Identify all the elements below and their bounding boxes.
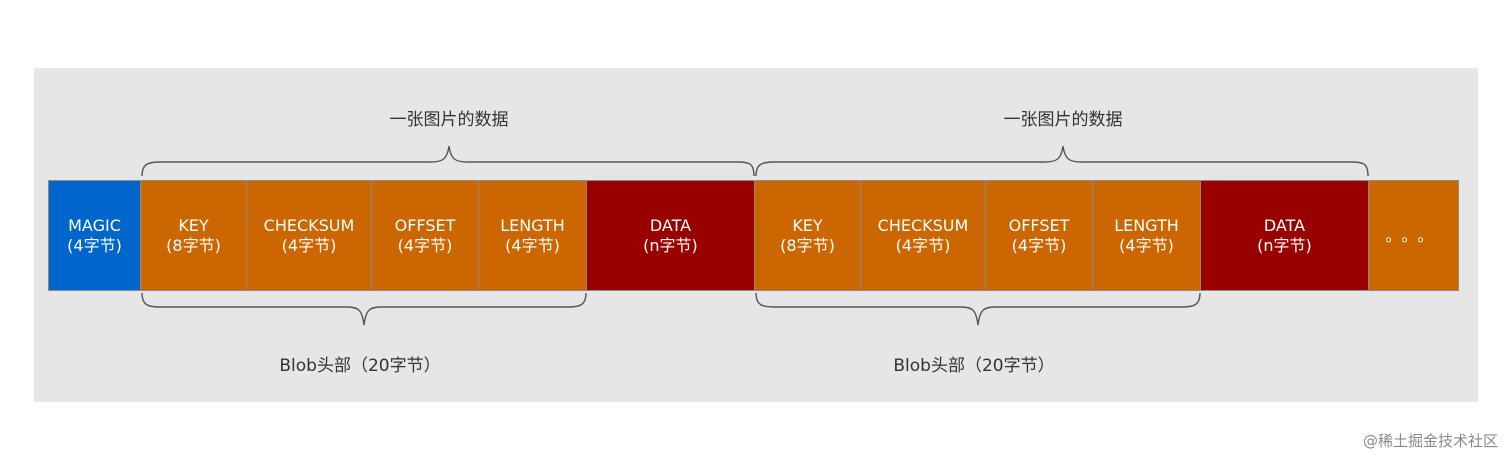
key-cell-1: KEY (8字节) <box>141 180 247 291</box>
key-cell-2: KEY (8字节) <box>755 180 861 291</box>
length-size-2: (4字节) <box>1119 235 1174 255</box>
data-size-2: (n字节) <box>1257 235 1312 255</box>
offset-size-2: (4字节) <box>1011 235 1067 255</box>
checksum-cell-1: CHECKSUM (4字节) <box>247 180 372 291</box>
data-title-2: DATA <box>1263 215 1306 235</box>
image-data-brace-1 <box>141 145 755 177</box>
image-data-label-1: 一张图片的数据 <box>389 110 509 130</box>
length-cell-2: LENGTH (4字节) <box>1093 180 1201 291</box>
offset-cell-1: OFFSET (4字节) <box>372 180 479 291</box>
blob-header-label-2: Blob头部（20字节） <box>893 356 1055 376</box>
image-data-label-2: 一张图片的数据 <box>1003 110 1123 130</box>
data-cell-2: DATA (n字节) <box>1201 180 1369 291</box>
key-size-2: (8字节) <box>780 235 835 255</box>
checksum-title-2: CHECKSUM <box>877 215 969 235</box>
ellipsis-text: 。。。 <box>1385 225 1442 245</box>
magic-size: (4字节) <box>67 235 122 255</box>
key-title-1: KEY <box>178 215 209 235</box>
offset-size-1: (4字节) <box>397 235 453 255</box>
data-size-1: (n字节) <box>643 235 698 255</box>
offset-title-2: OFFSET <box>1008 215 1070 235</box>
checksum-cell-2: CHECKSUM (4字节) <box>861 180 986 291</box>
data-title-1: DATA <box>649 215 692 235</box>
length-title-1: LENGTH <box>500 215 565 235</box>
key-title-2: KEY <box>792 215 823 235</box>
length-title-2: LENGTH <box>1114 215 1179 235</box>
image-data-brace-2 <box>755 145 1369 177</box>
checksum-size-1: (4字节) <box>281 235 337 255</box>
checksum-title-1: CHECKSUM <box>263 215 355 235</box>
watermark: @稀土掘金技术社区 <box>1362 432 1498 450</box>
length-size-1: (4字节) <box>505 235 560 255</box>
blob-header-brace-1 <box>141 292 587 326</box>
offset-cell-2: OFFSET (4字节) <box>986 180 1093 291</box>
magic-title: MAGIC <box>68 215 121 235</box>
magic-cell: MAGIC (4字节) <box>48 180 141 291</box>
ellipsis-cell: 。。。 <box>1369 180 1459 291</box>
length-cell-1: LENGTH (4字节) <box>479 180 587 291</box>
offset-title-1: OFFSET <box>394 215 456 235</box>
checksum-size-2: (4字节) <box>895 235 951 255</box>
key-size-1: (8字节) <box>166 235 221 255</box>
blob-header-brace-2 <box>755 292 1201 326</box>
data-cell-1: DATA (n字节) <box>587 180 755 291</box>
blob-header-label-1: Blob头部（20字节） <box>279 356 441 376</box>
